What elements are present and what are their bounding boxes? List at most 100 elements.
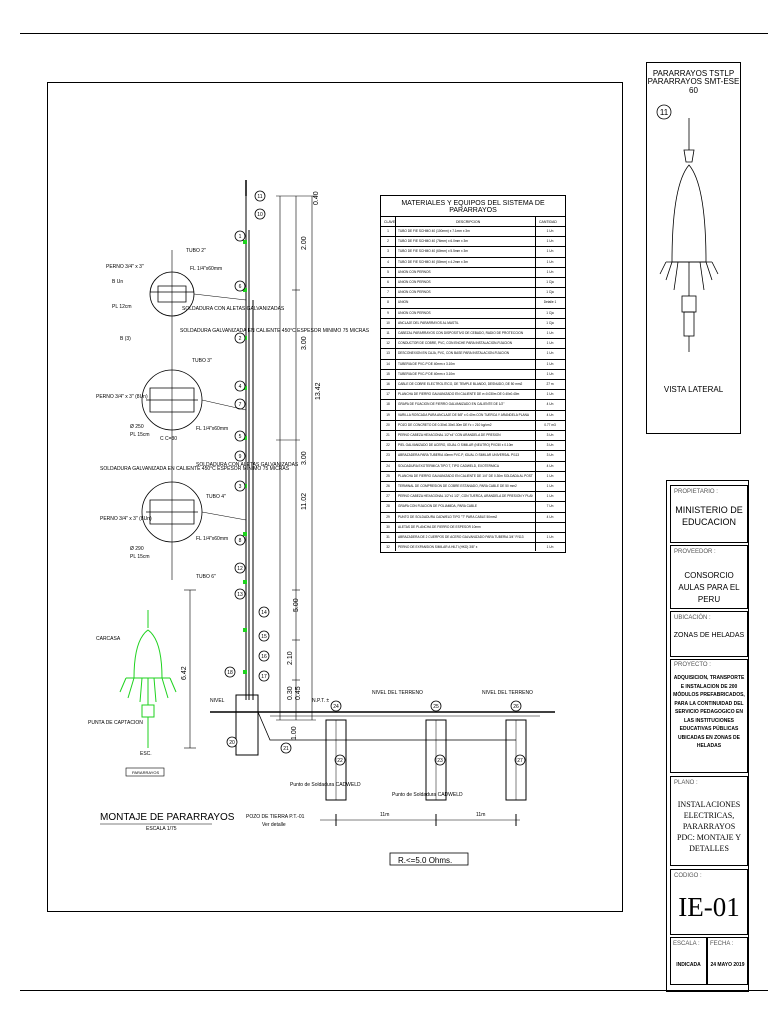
detail-marker: 11 [660,108,669,117]
label-soldadura-aletas-2: SOLDADURA CON ALETAS GALVANIZADAS [196,462,299,468]
drawing-frame [47,82,623,912]
label-esc: ESC. [140,751,152,757]
materials-title: MATERIALES Y EQUIPOS DEL SISTEMA DE PARA… [401,200,545,214]
item-callout-number: 10 [257,212,263,218]
item-callout [234,230,246,242]
owner-label: PROPIETARIO : [674,489,718,495]
item-callout-number: 11 [257,194,262,200]
item-callout-number: 26 [513,704,519,710]
materials-row-desc: POZO DE CONCRETO DE 0.30x0.30x0.30m DE f… [398,422,492,427]
dim-value: 0.30 [287,686,294,700]
materials-row-qty: 3 Un [546,433,554,437]
detail-view-frame: PARARRAYOS TSTLP PARARRAYOS SMT-ESE 60 V… [646,62,741,434]
item-callout-number: 1 [239,234,242,240]
item-callout-number: 2 [239,336,242,342]
page-top-rule [20,33,768,34]
item-callout [254,190,266,202]
label-tubo-4: TUBO 4" [206,494,226,500]
item-callout-number: 20 [229,740,235,746]
label-pl-3b: PL 15cm [130,554,150,560]
materials-row-number: 8 [387,300,389,305]
dim-value: 3.00 [301,451,308,465]
item-callout-number: 4 [239,384,242,390]
item-callout-number: 24 [333,704,339,710]
item-callout-number: 7 [239,402,242,408]
materials-col-divider-2 [535,216,536,551]
materials-row-desc: TUBERIA DE PVC-P DE 40mm x 3.10m [398,361,455,366]
label-perno-1b: B Un [112,279,123,285]
drawing-scale: ESCALA 1/75 [146,826,177,832]
materials-col-qty: CANTIDAD [539,220,557,224]
item-callout [334,754,346,766]
anchor-marker [243,532,247,536]
item-callout [234,480,246,492]
materials-row-qty: 1 Cja [546,310,554,315]
materials-row-number: 26 [386,484,390,488]
item-callout [258,606,270,618]
item-callout-number: 23 [437,758,443,764]
provider-value: CONSORCIO AULAS PARA EL PERU [678,571,740,604]
label-perno-2: PERNO 3/4" x 3" (8Un) [96,394,148,400]
label-pl-2b: PL 15cm [130,432,150,438]
materials-row-number: 3 [387,249,389,254]
materials-row-desc: UNION CON PERNOS [398,280,431,284]
materials-row-qty: 4 Un [546,402,554,407]
lightning-rod-head-detail: 11 [656,104,719,352]
materials-row-number: 23 [386,453,390,458]
item-callout [330,700,342,712]
materials-row-qty: 1 Un [546,535,554,539]
detail-view-title-1: PARARRAYOS TSTLP [652,69,735,78]
materials-row-qty: 1 Un [546,239,554,244]
materials-row-desc: UNION CON PERNOS [398,269,431,274]
item-callout [226,736,238,748]
plan-label: PLANO : [674,780,698,786]
materials-row-qty: 4 Un [546,412,554,417]
label-c-2: C C=30 [160,436,177,442]
label-tubo-6: TUBO 6" [196,574,216,580]
materials-row-number: 13 [386,351,390,356]
materials-row: 26 TERMINAL DE COMPRESION DE COBRE ESTANA… [381,482,565,493]
materials-row-qty: 4 Un [546,463,554,468]
date-label: FECHA : [710,941,734,947]
materials-row-qty: 1 Cja [546,280,554,284]
label-fl-3: FL 1/4"x60mm [196,536,228,542]
materials-row-desc: UNION CON PERNOS [398,290,431,295]
code-label: CODIGO : [674,873,702,879]
mast-foundation [235,694,259,756]
dim-value: 5.00 [293,598,300,612]
materials-row-qty: 1 Un [546,371,554,376]
materials-row-desc: CABLE DE COBRE ELECTROLITICO, DE TEMPLE … [398,382,523,386]
dim-value: 1.00 [291,726,298,740]
materials-header-bottom [381,226,565,227]
label-ground-well-sub: Ver detalle [262,822,286,828]
item-callout [434,754,446,766]
scale-label: ESCALA : [673,941,700,947]
label-pl-1: PL 12cm [112,304,132,310]
owner-value: MINISTERIO DE EDUCACION [675,505,743,527]
materials-row-number: 27 [386,494,390,499]
materials-row-desc: TERMINAL DE COMPRESION DE COBRE ESTANADO… [398,484,517,488]
materials-row-desc: PUNTO DE SOLDADURA CADWELD TIPO "T" PARA… [398,514,498,519]
anchor-marker [243,670,247,674]
anchor-marker [243,628,247,632]
materials-row-number: 12 [386,341,390,346]
dim-value: 13.42 [315,382,322,400]
label-tubo-3: TUBO 3" [192,358,212,364]
materials-row-desc: CONDUCTOR DE COBRE, PVC, CON ENCHE PARA … [398,341,513,346]
label-span-1: 11m [380,812,389,818]
dim-value: 3.00 [301,336,308,350]
materials-row-qty: 1 Un [546,269,554,274]
materials-row-desc: UNION CON PERNOS [398,310,431,315]
rod-head-labels: CARCASA PUNTA DE CAPTACION ESC. PARARRAY… [88,636,165,777]
item-callout [234,398,246,410]
dimension-values: 0.40 2.00 3.00 13.42 3.00 11.02 5.00 2.1… [287,191,322,740]
